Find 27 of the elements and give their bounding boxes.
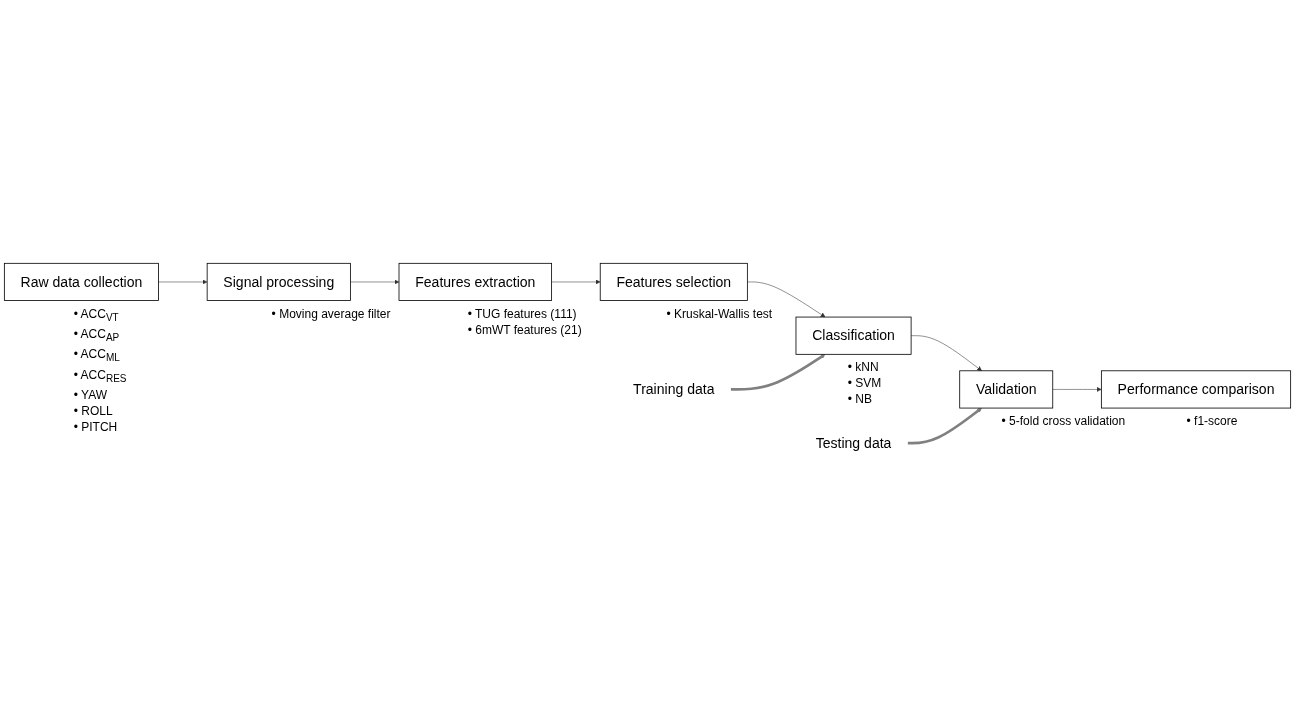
bullet-item: • ROLL <box>73 403 114 420</box>
node-box: Validation <box>959 370 1054 409</box>
node-text: Training data <box>633 381 715 398</box>
bullet-item: • TUG features (111) <box>467 305 578 322</box>
bullet-item: • ACC$_{ML}$ <box>73 346 121 366</box>
bullet-item: • Moving average filter <box>271 305 391 322</box>
bullet-item: • PITCH <box>73 419 119 436</box>
node-box: Features selection <box>599 262 748 301</box>
bullet-item: • YAW <box>73 387 109 404</box>
node-text: Testing data <box>815 434 892 451</box>
node-box: Raw data collection <box>3 262 159 301</box>
bullet-item: • f1-score <box>1186 413 1238 429</box>
node-box: Classification <box>795 316 912 355</box>
node-box: Signal processing <box>206 262 351 301</box>
bullet-item: • ACC$_{VT}$ <box>73 305 120 325</box>
bullet-item: • ACC$_{RES}$ <box>73 366 127 387</box>
bullet-item: • SVM <box>847 375 882 392</box>
arrow <box>730 354 826 391</box>
node-box: Performance comparison <box>1100 370 1292 409</box>
bullet-item: • kNN <box>847 359 880 376</box>
node-box: Features extraction <box>398 262 552 301</box>
arrow <box>907 407 982 445</box>
bullet-item: • NB <box>847 391 873 408</box>
bullet-item: • Kruskal-Wallis test <box>666 305 773 322</box>
bullet-item: • ACC$_{AP}$ <box>73 325 121 346</box>
bullet-item: • 6mWT features (21) <box>467 321 582 338</box>
bullet-item: • 5-fold cross validation <box>1001 413 1126 429</box>
